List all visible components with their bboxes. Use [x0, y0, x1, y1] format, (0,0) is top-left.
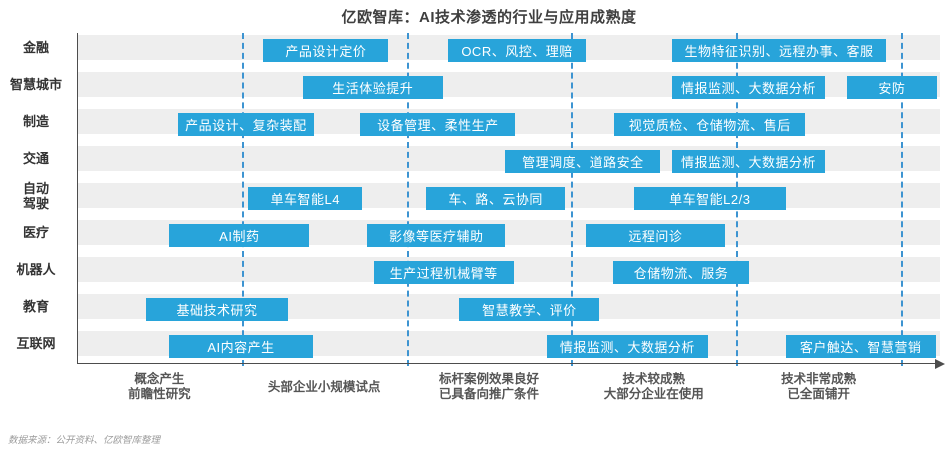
row-label: 互联网 [0, 331, 72, 356]
chart-title: 亿欧智库：AI技术渗透的行业与应用成熟度 [341, 9, 637, 26]
row-label: 机器人 [0, 257, 72, 282]
stage-label-line: 前瞻性研究 [128, 387, 191, 401]
application-bar: 情报监测、大数据分析 [671, 76, 826, 99]
row-label-line: 制造 [22, 114, 49, 129]
stage-gridline [241, 33, 244, 366]
row-label: 智慧城市 [0, 72, 72, 97]
stage-label-line: 技术非常成熟 [781, 372, 857, 386]
application-bar: 生活体验提升 [302, 76, 443, 99]
stage-label-line: 标杆案例效果良好 [438, 372, 539, 386]
row-label: 金融 [0, 35, 72, 60]
application-bar: 生物特征识别、远程办事、客服 [671, 39, 887, 62]
row-label-line: 医疗 [22, 225, 49, 240]
row-label-line: 驾驶 [22, 195, 49, 211]
stage-label-line: 已全面铺开 [787, 387, 850, 401]
stage-gridline [901, 33, 903, 366]
application-bar: 客户触达、智慧营销 [785, 335, 936, 358]
row-label: 医疗 [0, 220, 72, 245]
application-bar: 情报监测、大数据分析 [546, 335, 709, 358]
row-label-line: 自动 [22, 180, 49, 196]
application-bar: 影像等医疗辅助 [367, 224, 506, 247]
stage-label-line: 概念产生 [134, 372, 185, 386]
application-bar: 单车智能L2/3 [634, 187, 786, 210]
stage-label-line: 已具备向推广条件 [438, 387, 539, 401]
source-note: 数据来源：公开资料、亿欧智库整理 [8, 435, 161, 446]
row-label-line: 互联网 [16, 336, 56, 351]
stage-label: 概念产生前瞻性研究 [64, 371, 254, 403]
application-bar: 智慧教学、评价 [459, 298, 600, 321]
x-axis [77, 363, 936, 364]
stage-label: 标杆案例效果良好已具备向推广条件 [394, 371, 584, 403]
stage-label: 技术非常成熟已全面铺开 [724, 371, 914, 403]
row-label-line: 智慧城市 [9, 77, 62, 92]
application-bar: 设备管理、柔性生产 [360, 113, 516, 136]
row-label: 教育 [0, 294, 72, 319]
application-bar: 基础技术研究 [146, 298, 288, 321]
row-label-line: 教育 [22, 299, 49, 314]
application-bar: 车、路、云协同 [426, 187, 565, 210]
row-label-line: 金融 [22, 40, 49, 55]
stage-label-line: 技术较成熟 [622, 372, 686, 386]
application-bar: 管理调度、道路安全 [505, 150, 661, 173]
row-label: 交通 [0, 146, 72, 171]
x-axis-arrow-icon [935, 359, 945, 369]
application-bar: 视觉质检、仓储物流、售后 [614, 113, 806, 136]
stage-label: 技术较成熟大部分企业在使用 [559, 371, 749, 403]
y-axis [77, 33, 78, 363]
application-bar: 产品设计、复杂装配 [177, 113, 315, 136]
application-bar: 远程问诊 [586, 224, 725, 247]
stage-gridline [406, 33, 409, 366]
row-label-line: 交通 [22, 151, 49, 166]
row-label-line: 机器人 [16, 262, 56, 277]
application-bar: 情报监测、大数据分析 [671, 150, 826, 173]
application-bar: 单车智能L4 [248, 187, 363, 210]
row-label: 自动驾驶 [0, 180, 72, 211]
stage-label: 头部企业小规模试点 [229, 371, 419, 403]
application-bar: 生产过程机械臂等 [373, 261, 514, 284]
stage-gridline [571, 33, 574, 366]
stage-label-line: 头部企业小规模试点 [267, 379, 381, 394]
row-label: 制造 [0, 109, 72, 134]
application-bar: 仓储物流、服务 [612, 261, 750, 284]
application-bar: OCR、风控、理赔 [447, 39, 587, 62]
application-bar: AI制药 [169, 224, 310, 247]
application-bar: 安防 [846, 76, 938, 99]
application-bar: AI内容产生 [169, 335, 313, 358]
application-bar: 产品设计定价 [263, 39, 389, 62]
stage-label-line: 大部分企业在使用 [603, 387, 704, 401]
